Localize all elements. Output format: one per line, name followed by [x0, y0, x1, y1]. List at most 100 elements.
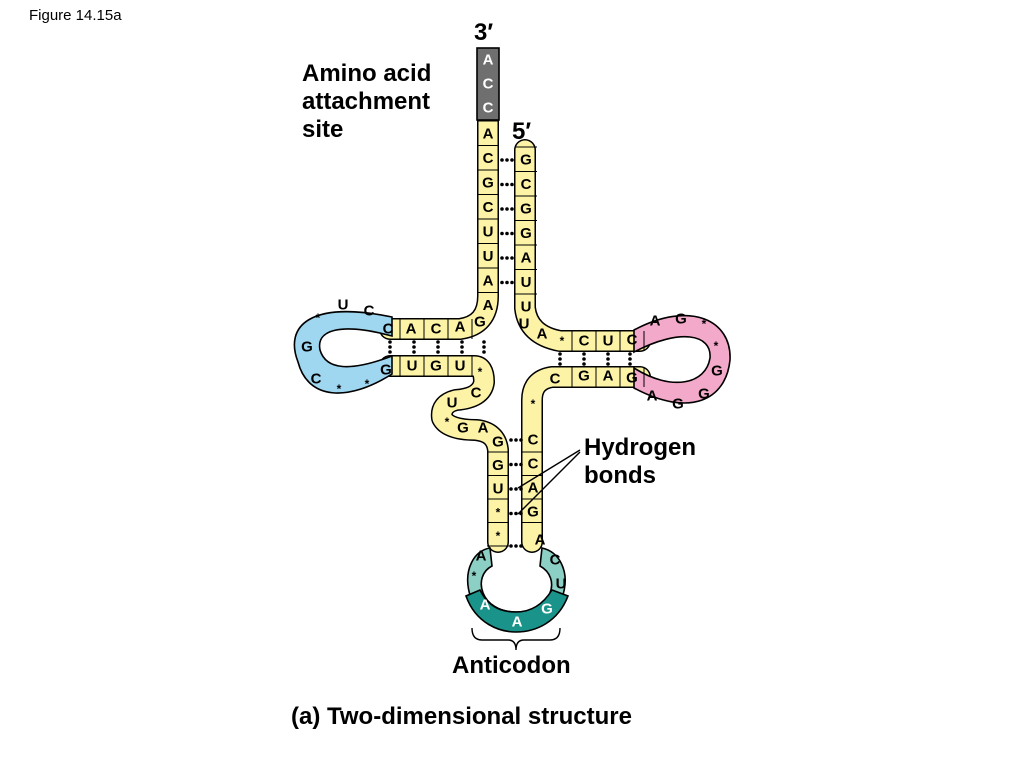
hydrogen-bond-dot [505, 182, 509, 187]
acceptor-right-base-3: G [520, 225, 532, 242]
hydrogen-bond-dot [412, 350, 416, 354]
hydrogen-bond-dot [519, 438, 523, 442]
hydrogen-bond-dot [606, 352, 610, 356]
t-stem-top-base-1: C [579, 333, 590, 350]
t-loop-base-5: G [698, 386, 710, 403]
hydrogen-bond-dot [514, 438, 518, 442]
hbond-pointer-1 [517, 449, 581, 489]
hydrogen-bond-dot [582, 352, 586, 356]
hydrogen-bond-dot [500, 231, 504, 236]
hydrogen-bond-dot [558, 352, 562, 356]
hydrogen-bond-dot [505, 158, 509, 162]
nucleotide-dividers [399, 120, 645, 547]
hydrogen-bond-dot [509, 462, 513, 467]
t-stem-bottom-base-1: G [578, 368, 590, 385]
t-loop-base-4: G [711, 363, 723, 380]
hydrogen-bond-dot [505, 256, 509, 260]
acceptor-left-base-0: A [483, 126, 494, 143]
acceptor-left-base-1: C [483, 150, 494, 167]
anticodon-stem-left-base-3: * [496, 506, 501, 520]
hydrogen-bond-dot [436, 350, 440, 354]
acceptor-3-end [476, 47, 500, 121]
acceptor-left-base-3: C [483, 199, 494, 216]
t-loop-base-6: G [672, 396, 684, 413]
hydrogen-bond-dot [628, 352, 632, 356]
hydrogen-bond-dot [514, 462, 518, 467]
anticodon-stem-left-base-4: * [496, 529, 501, 543]
anticodon-segment [464, 588, 570, 633]
d-loop-base-2: * [316, 311, 321, 325]
d-stem-bottom-base-2: G [430, 358, 442, 375]
d-stem-bottom-base-4: * [478, 365, 483, 379]
backbone-right-strand [514, 139, 651, 352]
hydrogen-bond-dot [514, 511, 518, 516]
hydrogen-bond-dot [606, 357, 610, 361]
anticodon-loop-base-1: * [472, 569, 477, 583]
anticodon-loop-base-3: U [556, 576, 567, 593]
hydrogen-bond-dot [500, 280, 504, 285]
anticodon-stem-left-base-1: G [492, 457, 504, 474]
anticodon-label: Anticodon [452, 652, 571, 679]
anticodon-stem-right-base-2: A [528, 480, 539, 497]
anticodon-brace [471, 627, 561, 651]
hydrogen-bond-dot [388, 345, 392, 349]
hydrogen-bond-dot [510, 231, 514, 236]
hydrogen-bond-dot [510, 280, 514, 285]
d-stem-bottom-base-0: G [380, 362, 392, 379]
hydrogen-bond-dot [500, 207, 504, 211]
three-prime-label: 3′ [474, 19, 494, 46]
d-loop-base-4: C [311, 371, 322, 388]
figure-label: Figure 14.15a [29, 7, 122, 24]
anticodon-loop-base-2: C [550, 552, 561, 569]
d-stem-top-base-2: C [431, 321, 442, 338]
t-stem-top-base-0: * [560, 334, 565, 348]
anticodon-base-2: G [541, 601, 553, 618]
anticodon-stem-right-base-0: C [528, 432, 539, 449]
d-loop-base-3: G [301, 339, 313, 356]
acceptor-right-base-5: U [521, 274, 532, 291]
hydrogen-bond-dot [505, 207, 509, 211]
hydrogen-bond-dot [558, 362, 562, 366]
anticodon-base-1: A [512, 614, 523, 631]
hydrogen-bond-dot [500, 158, 504, 162]
hydrogen-bond-dot [519, 544, 523, 548]
acceptor-right-base-0: G [520, 152, 532, 169]
connector-base-0: C [471, 385, 482, 402]
hydrogen-bond-dot [509, 544, 513, 548]
hydrogen-bond-dot [436, 340, 440, 344]
hydrogen-bond-dot [582, 362, 586, 366]
d-stem-bottom-base-1: U [407, 358, 418, 375]
anticodon-loop-base-4: A [535, 532, 546, 549]
t-stem-top-base-2: U [603, 333, 614, 350]
hydrogen-bond-dot [505, 231, 509, 236]
hydrogen-bond-dot [519, 462, 523, 467]
t-loop-base-7: A [647, 388, 658, 405]
hydrogen-bond-dot [519, 487, 523, 491]
connector-base-1: U [447, 395, 458, 412]
d-stem-top-base-3: A [455, 319, 466, 336]
connector-base-4: A [478, 420, 489, 437]
hydrogen-bond-dot [510, 207, 514, 211]
hydrogen-bond-dot [606, 362, 610, 366]
t-loop-base-1: G [675, 311, 687, 328]
hbond-pointer-2 [517, 451, 581, 515]
five-prime-label: 5′ [512, 118, 532, 145]
acceptor-left-base-2: G [482, 175, 494, 192]
hydrogen-bond-dot [500, 256, 504, 260]
acceptor-right-base-1: C [521, 176, 532, 193]
hydrogen-bond-dot [482, 340, 486, 344]
d-loop-base-6: * [365, 377, 370, 391]
hydrogen-bond-dot [558, 357, 562, 361]
hydrogen-bond-dot [436, 345, 440, 349]
hydrogen-bond-dot [500, 182, 504, 187]
right-junction-base-0: U [519, 316, 530, 333]
hydrogen-bond-dot [628, 357, 632, 361]
hydrogen-bond-dot [412, 345, 416, 349]
t-stem-bottom-base-3: G [626, 370, 638, 387]
hydrogen-bond-dot [412, 340, 416, 344]
hydrogen-bond-dot [514, 487, 518, 491]
acceptor-left-base-7: A [483, 297, 494, 314]
